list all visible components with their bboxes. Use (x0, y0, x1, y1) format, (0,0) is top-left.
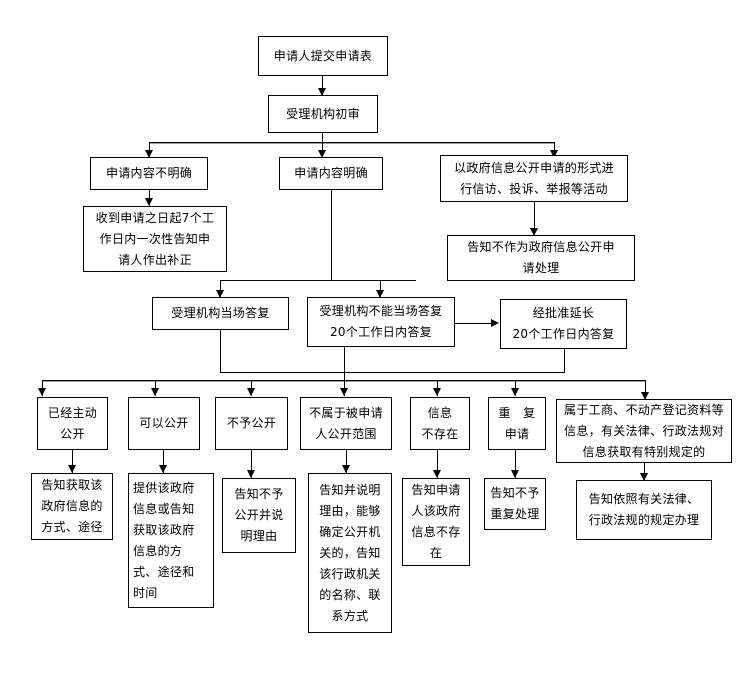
node-inform-reason-and-agency-label: 告知并说明 理由，能够 确定公开机 关的，告知 该行政机关 的名称、联 系方式 (319, 482, 381, 623)
arrow-not-public-to-outcome (247, 470, 255, 478)
connector-not-exist-to-outcome (437, 450, 438, 478)
arrow-bus-to-repeat (511, 388, 519, 396)
node-special-registration-rules-label: 属于工商、不动产登记资料等 信息，有关法律、行政法规对 信息获取有特别规定的 (564, 402, 724, 459)
arrow-review-to-unclear (145, 150, 153, 158)
connector-clear-to-onsite (220, 280, 221, 298)
node-content-unclear-label: 申请内容不明确 (105, 166, 193, 180)
connector-bus-to-special-rules (645, 380, 646, 400)
node-submit-application: 申请人提交申请表 (258, 36, 388, 76)
connector-onsite-down (220, 330, 221, 372)
connector-clear-split-bar (220, 280, 416, 281)
node-cannot-reply-onsite: 受理机构不能当场答复 20个工作日内答复 (307, 297, 455, 347)
arrow-not-exist-to-outcome (433, 470, 441, 478)
node-special-registration-rules: 属于工商、不动产登记资料等 信息，有关法律、行政法规对 信息获取有特别规定的 (556, 399, 732, 463)
connector-can-public-to-outcome (163, 450, 164, 473)
connector-special-rules-to-outcome (644, 463, 645, 480)
node-not-in-disclosure-scope-label: 不属于被申请 人公开范围 (309, 405, 383, 441)
arrow-bus-to-special-rules (641, 392, 649, 400)
connector-clear-to-not-onsite (380, 280, 381, 298)
node-submit-application-label: 申请人提交申请表 (273, 48, 373, 63)
connector-review-stem (322, 133, 323, 143)
node-petition-in-disclosure-form-label: 以政府信息公开申请的形式进 行信访、投诉、举报等活动 (454, 160, 614, 196)
node-inform-reason-and-agency: 告知并说明 理由，能够 确定公开机 关的，告知 该行政机关 的名称、联 系方式 (308, 473, 392, 633)
arrow-bus-to-not-in-scope (340, 388, 348, 396)
arrow-clear-to-onsite (216, 290, 224, 298)
connector-petition-to-notice (534, 202, 535, 234)
arrow-repeat-to-outcome (511, 470, 519, 478)
node-inform-access-channel-label: 告知获取该 政府信息的 方式、途径 (41, 478, 103, 534)
arrow-submit-to-review (318, 88, 326, 96)
arrow-special-rules-to-outcome (640, 473, 648, 481)
arrow-not-in-scope-to-outcome (342, 465, 350, 473)
connector-clear-stem (331, 190, 332, 280)
node-not-treated-as-request-label: 告知不作为政府信息公开申 请处理 (467, 240, 615, 275)
node-supplement-correction: 收到申请之日起7个工 作日内一次性告知申 请人作出补正 (83, 206, 227, 272)
node-provide-info-or-channel: 提供该政府 信息或告知 获取该政府 信息的方 式、途径和 时间 (128, 473, 214, 608)
node-no-repeat-processing-label: 告知不予 重复处理 (490, 486, 540, 521)
node-repeat-application-label: 重 复 申请 (498, 405, 536, 441)
connector-submit-to-review (322, 76, 323, 96)
node-inform-applicant-not-exist-label: 告知申请 人该政府 信息不存 在 (411, 483, 461, 560)
arrow-bus-to-not-exist (433, 388, 441, 396)
arrow-bus-to-can-public (151, 388, 159, 396)
node-not-to-be-public-label: 不予公开 (226, 416, 277, 430)
node-content-clear-label: 申请内容明确 (294, 166, 368, 180)
node-initial-review-label: 受理机构初审 (286, 106, 360, 121)
node-onsite-reply: 受理机构当场答复 (152, 297, 289, 330)
node-not-to-be-public: 不予公开 (215, 397, 288, 450)
connector-repeat-to-outcome (515, 450, 516, 478)
arrow-bus-to-already-public (38, 388, 46, 396)
connector-cannot-onsite-down (344, 347, 345, 380)
connector-review-split-bar (149, 142, 554, 143)
connector-already-public-to-outcome (72, 450, 73, 473)
node-information-not-exist-label: 信息 不存在 (421, 405, 459, 441)
connector-cannot-onsite-to-extension (455, 323, 493, 324)
node-information-not-exist: 信息 不存在 (410, 397, 470, 450)
arrow-can-public-to-outcome (159, 465, 167, 473)
node-content-clear: 申请内容明确 (279, 157, 383, 190)
node-petition-in-disclosure-form: 以政府信息公开申请的形式进 行信访、投诉、举报等活动 (440, 155, 628, 202)
arrow-petition-to-notice (530, 228, 538, 236)
node-approved-extension: 经批准延长 20个工作日内答复 (500, 299, 627, 349)
node-repeat-application: 重 复 申请 (488, 397, 546, 450)
node-handle-by-law: 告知依照有关法律、 行政法规的规定办理 (576, 480, 712, 540)
arrow-clear-to-not-onsite (376, 290, 384, 298)
node-inform-refusal-reason-label: 告知不予 公开并说 明理由 (234, 487, 284, 543)
node-cannot-reply-onsite-label: 受理机构不能当场答复 20个工作日内答复 (319, 304, 443, 339)
node-inform-refusal-reason: 告知不予 公开并说 明理由 (222, 478, 296, 553)
node-approved-extension-label: 经批准延长 20个工作日内答复 (512, 306, 615, 341)
node-initial-review: 受理机构初审 (268, 95, 378, 133)
node-onsite-reply-label: 受理机构当场答复 (171, 306, 270, 320)
node-not-treated-as-request: 告知不作为政府信息公开申 请处理 (447, 235, 635, 281)
node-provide-info-or-channel-label: 提供该政府 信息或告知 获取该政府 信息的方 式、途径和 时间 (133, 480, 195, 600)
node-already-proactively-public-label: 已经主动 公开 (47, 405, 98, 441)
node-content-unclear: 申请内容不明确 (90, 157, 208, 190)
node-already-proactively-public: 已经主动 公开 (37, 397, 108, 450)
connector-extension-down (564, 349, 565, 372)
arrow-cannot-onsite-to-extension (491, 319, 499, 327)
node-not-in-disclosure-scope: 不属于被申请 人公开范围 (300, 397, 392, 450)
connector-not-in-scope-to-outcome (346, 450, 347, 473)
node-inform-access-channel: 告知获取该 政府信息的 方式、途径 (31, 473, 113, 540)
arrow-unclear-to-correction (145, 198, 153, 206)
arrow-review-to-clear (318, 150, 326, 158)
connector-not-public-to-outcome (251, 450, 252, 478)
node-can-be-public: 可以公开 (128, 397, 200, 450)
node-can-be-public-label: 可以公开 (139, 416, 189, 430)
node-handle-by-law-label: 告知依照有关法律、 行政法规的规定办理 (588, 492, 700, 527)
arrow-bus-to-not-public (247, 388, 255, 396)
connector-row5-merge-bar (220, 372, 565, 373)
node-inform-applicant-not-exist: 告知申请 人该政府 信息不存 在 (402, 478, 470, 566)
arrow-review-to-petition (550, 150, 558, 158)
arrow-already-public-to-outcome (68, 465, 76, 473)
node-no-repeat-processing: 告知不予 重复处理 (484, 478, 546, 530)
node-supplement-correction-label: 收到申请之日起7个工 作日内一次性告知申 请人作出补正 (95, 210, 215, 267)
